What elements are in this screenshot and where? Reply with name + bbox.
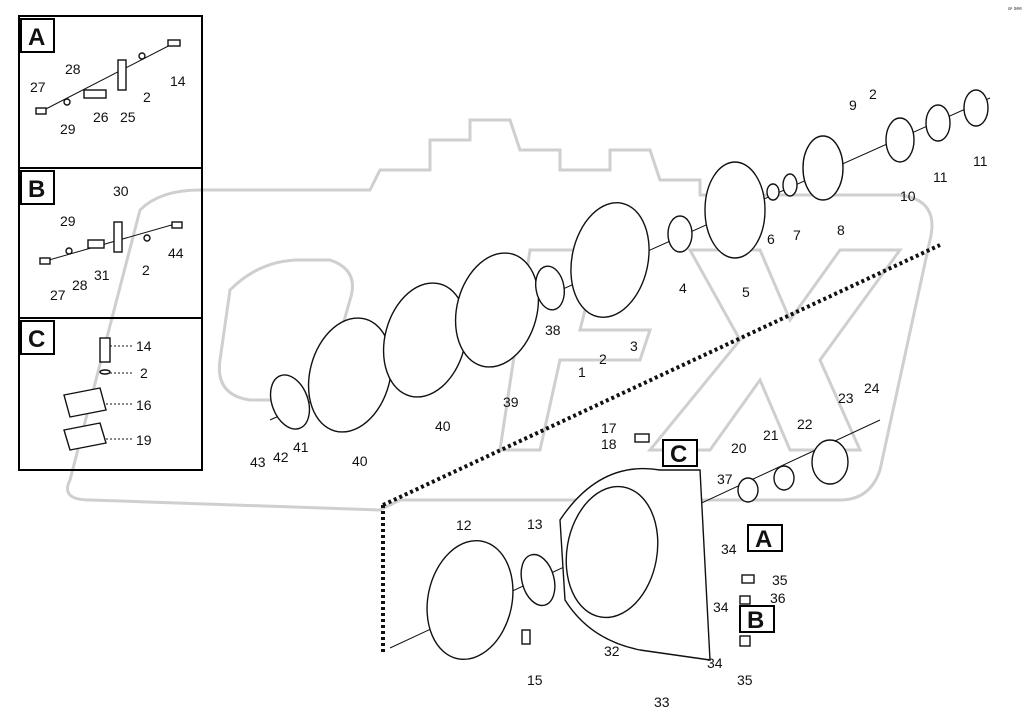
callout-a: A	[747, 524, 783, 553]
label-38: 38	[545, 322, 561, 338]
label-16: 16	[136, 397, 152, 413]
label-28: 28	[65, 61, 81, 77]
label-23: 23	[838, 390, 854, 406]
label-20: 20	[731, 440, 747, 456]
label-10: 10	[900, 188, 916, 204]
label-2b: 2	[869, 86, 877, 102]
label-19: 19	[136, 432, 152, 448]
label-35a: 35	[772, 572, 788, 588]
label-7: 7	[793, 227, 801, 243]
label-41: 41	[293, 439, 309, 455]
label-18: 18	[601, 436, 617, 452]
label-42: 42	[273, 449, 289, 465]
inset-c-letter: C	[28, 326, 45, 353]
label-15: 15	[527, 672, 543, 688]
label-17: 17	[601, 420, 617, 436]
inset-a-letter: A	[28, 24, 45, 51]
label-25: 25	[120, 109, 136, 125]
label-30: 30	[113, 183, 129, 199]
label-40a: 40	[435, 418, 451, 434]
label-22: 22	[797, 416, 813, 432]
label-35b: 35	[737, 672, 753, 688]
inset-b-letter: B	[28, 176, 45, 203]
label-33: 33	[654, 694, 670, 710]
inset-a: A 27 28 29 26 25 2 14	[18, 15, 203, 169]
label-44: 44	[168, 245, 184, 261]
corner-mark: a¹ see	[1008, 6, 1022, 12]
callout-a-letter: A	[755, 526, 772, 553]
label-32: 32	[604, 643, 620, 659]
label-21: 21	[763, 427, 779, 443]
callout-c-letter: C	[670, 441, 687, 468]
inset-b: B 30 29 27 28 31 2 44	[18, 167, 203, 319]
label-27: 27	[30, 79, 46, 95]
callout-b-letter: B	[747, 607, 764, 634]
label-3: 3	[630, 338, 638, 354]
label-27: 27	[50, 287, 66, 303]
label-11a: 11	[933, 169, 948, 185]
flexplate-parts	[269, 89, 989, 433]
label-31: 31	[94, 267, 110, 283]
part-labels: 1 2 3 4 5 6 7 8 9 2 10 11 11 38 39 40 40…	[250, 86, 988, 710]
label-14: 14	[136, 338, 152, 354]
label-2: 2	[142, 262, 150, 278]
label-40b: 40	[352, 453, 368, 469]
label-2: 2	[143, 89, 151, 105]
label-29: 29	[60, 213, 76, 229]
label-5: 5	[742, 284, 750, 300]
label-43: 43	[250, 454, 266, 470]
label-2: 2	[140, 365, 148, 381]
label-2: 2	[599, 351, 607, 367]
label-34a: 34	[721, 541, 737, 557]
label-4: 4	[679, 280, 687, 296]
housing-parts	[426, 433, 849, 661]
label-28: 28	[72, 277, 88, 293]
label-14: 14	[170, 73, 186, 89]
label-39: 39	[503, 394, 519, 410]
label-1: 1	[578, 364, 586, 380]
label-11b: 11	[973, 153, 988, 169]
label-29: 29	[60, 121, 76, 137]
label-12: 12	[456, 517, 472, 533]
label-34c: 34	[707, 655, 723, 671]
label-9: 9	[849, 97, 857, 113]
label-13: 13	[527, 516, 543, 532]
callout-c: C	[662, 439, 698, 468]
label-8: 8	[837, 222, 845, 238]
label-34b: 34	[713, 599, 729, 615]
label-36: 36	[770, 590, 786, 606]
label-26: 26	[93, 109, 109, 125]
label-6: 6	[767, 231, 775, 247]
callout-b: B	[739, 605, 775, 634]
label-24: 24	[864, 380, 880, 396]
inset-c: C 14 2 16 19	[18, 317, 203, 471]
label-37: 37	[717, 471, 733, 487]
